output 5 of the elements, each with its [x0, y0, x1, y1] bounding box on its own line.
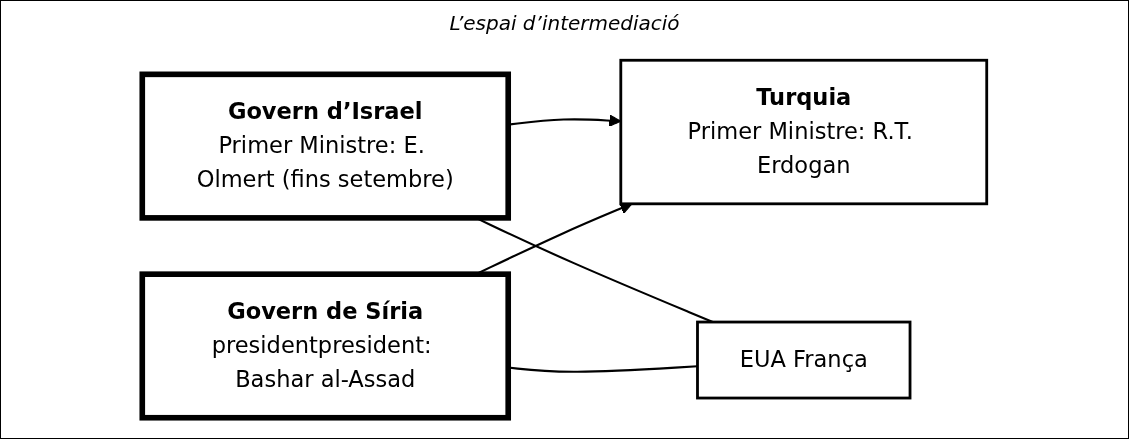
node-box: Govern de Síria presidentpresident: Bashar al-Assad [139, 270, 511, 421]
node-box: Turquia Primer Ministre: R.T. Erdogan [619, 58, 989, 205]
node-box: Govern d’Israel Primer Ministre: E. Olmert (fins setembre) [139, 71, 511, 221]
diagram-title: L’espai d’intermediació [449, 11, 680, 35]
node-box: EUA França [696, 320, 912, 399]
